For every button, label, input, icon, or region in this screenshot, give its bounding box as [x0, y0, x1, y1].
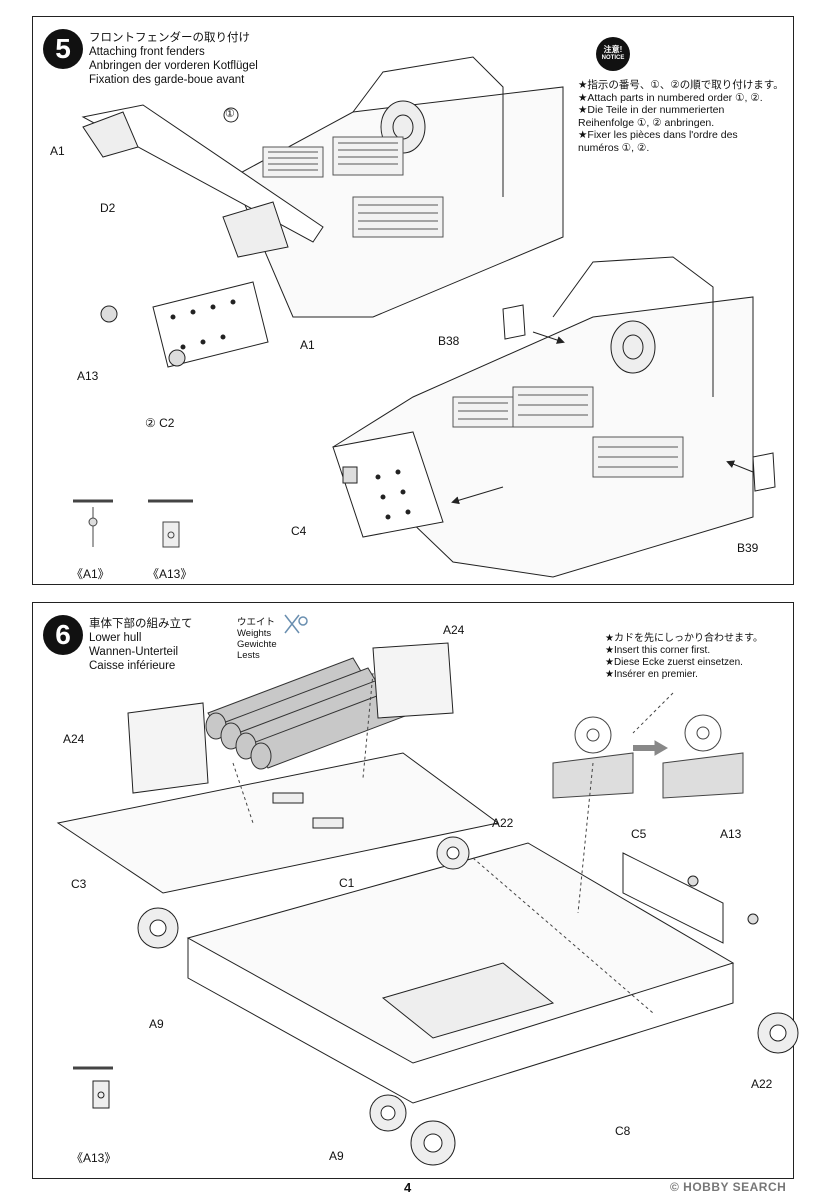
weights-fr: Lests [237, 650, 260, 661]
step6-panel: 6 車体下部の組み立て Lower hull Wannen-Unterteil … [32, 602, 799, 1179]
label-a22-right: A22 [751, 1077, 773, 1091]
step5-title-en: Attaching front fenders [89, 46, 205, 58]
corner-note-jp: ★カドを先にしっかり合わせます。 [605, 633, 763, 644]
notice-badge: 注意! NOTICE [596, 37, 630, 71]
label-b39: B39 [737, 541, 759, 555]
label-c3: C3 [71, 877, 87, 891]
label-a1-left: A1 [50, 144, 65, 158]
label-c8: C8 [615, 1124, 631, 1138]
label-a24-top: A24 [443, 623, 465, 637]
label-a13: A13 [77, 369, 99, 383]
notice-line-2: ★Attach parts in numbered order ①, ②. [578, 91, 763, 104]
notice-line-5: ★Fixer les pièces dans l'ordre des [578, 129, 738, 141]
notice-line-6: numéros ①, ②. [578, 141, 650, 154]
step6-number: 6 [55, 619, 71, 650]
label-a9-left: A9 [149, 1017, 164, 1031]
step6-title-de: Wannen-Unterteil [89, 646, 179, 658]
label-b38: B38 [438, 334, 460, 348]
step6-number-badge: 6 [43, 615, 83, 655]
step5-titles: フロントフェンダーの取り付け Attaching front fenders A… [89, 31, 258, 87]
label-a9-bottom: A9 [329, 1149, 344, 1163]
label-c1: C1 [339, 876, 355, 890]
step5-drawing [73, 56, 776, 578]
weights-en: Weights [237, 628, 272, 639]
corner-note-fr: ★Insérer en premier. [605, 669, 698, 680]
notice-line-4: Reihenfolge ①, ② anbringen. [578, 116, 715, 129]
corner-note-en: ★Insert this corner first. [605, 645, 711, 656]
label-a22-top: A22 [492, 816, 514, 830]
step6-title-jp: 車体下部の組み立て [89, 618, 193, 630]
step5-title-jp: フロントフェンダーの取り付け [89, 32, 250, 44]
notice-badge-top: 注意! [603, 45, 623, 54]
weights-jp: ウエイト [237, 617, 276, 628]
step6-title-en: Lower hull [89, 632, 142, 644]
label-c2: ② C2 [145, 416, 175, 430]
step5-title-de: Anbringen der vorderen Kotflügel [89, 60, 258, 72]
step6-titles: 車体下部の組み立て Lower hull Wannen-Unterteil Ca… [89, 617, 193, 673]
corner-note: ★カドを先にしっかり合わせます。 ★Insert this corner fir… [605, 633, 763, 681]
step5-number-badge: 5 [43, 29, 83, 69]
step5-title-fr: Fixation des garde-boue avant [89, 74, 245, 86]
step6-drawing [56, 614, 799, 1166]
corner-note-de: ★Diese Ecke zuerst einsetzen. [605, 657, 743, 668]
label-circle-1: ① [225, 108, 235, 120]
label-c4: C4 [291, 524, 307, 538]
step5-number: 5 [55, 33, 71, 64]
label-c5: C5 [631, 827, 647, 841]
page-number: 4 [404, 1180, 412, 1195]
label-a24-left: A24 [63, 732, 85, 746]
weights-de: Gewichte [237, 639, 277, 650]
legend-a1: 《A1》 [71, 567, 110, 581]
watermark: © HOBBY SEARCH [670, 1180, 787, 1194]
step6-title-fr: Caisse inférieure [89, 660, 176, 672]
label-a1-right: A1 [300, 338, 315, 352]
step5-panel: 5 フロントフェンダーの取り付け Attaching front fenders… [32, 16, 794, 585]
notice-text: ★指示の番号、①、②の順で取り付けます。 ★Attach parts in nu… [578, 79, 784, 154]
label-d2: D2 [100, 201, 116, 215]
notice-badge-bottom: NOTICE [601, 55, 625, 61]
legend-a13: 《A13》 [147, 567, 193, 581]
notice-line-3: ★Die Teile in der nummerierten [578, 104, 725, 116]
weights-label: ウエイト Weights Gewichte Lests [237, 617, 277, 661]
label-a13-step6: A13 [720, 827, 742, 841]
notice-line-1: ★指示の番号、①、②の順で取り付けます。 [578, 79, 784, 91]
legend-a13-step6: 《A13》 [71, 1151, 117, 1165]
